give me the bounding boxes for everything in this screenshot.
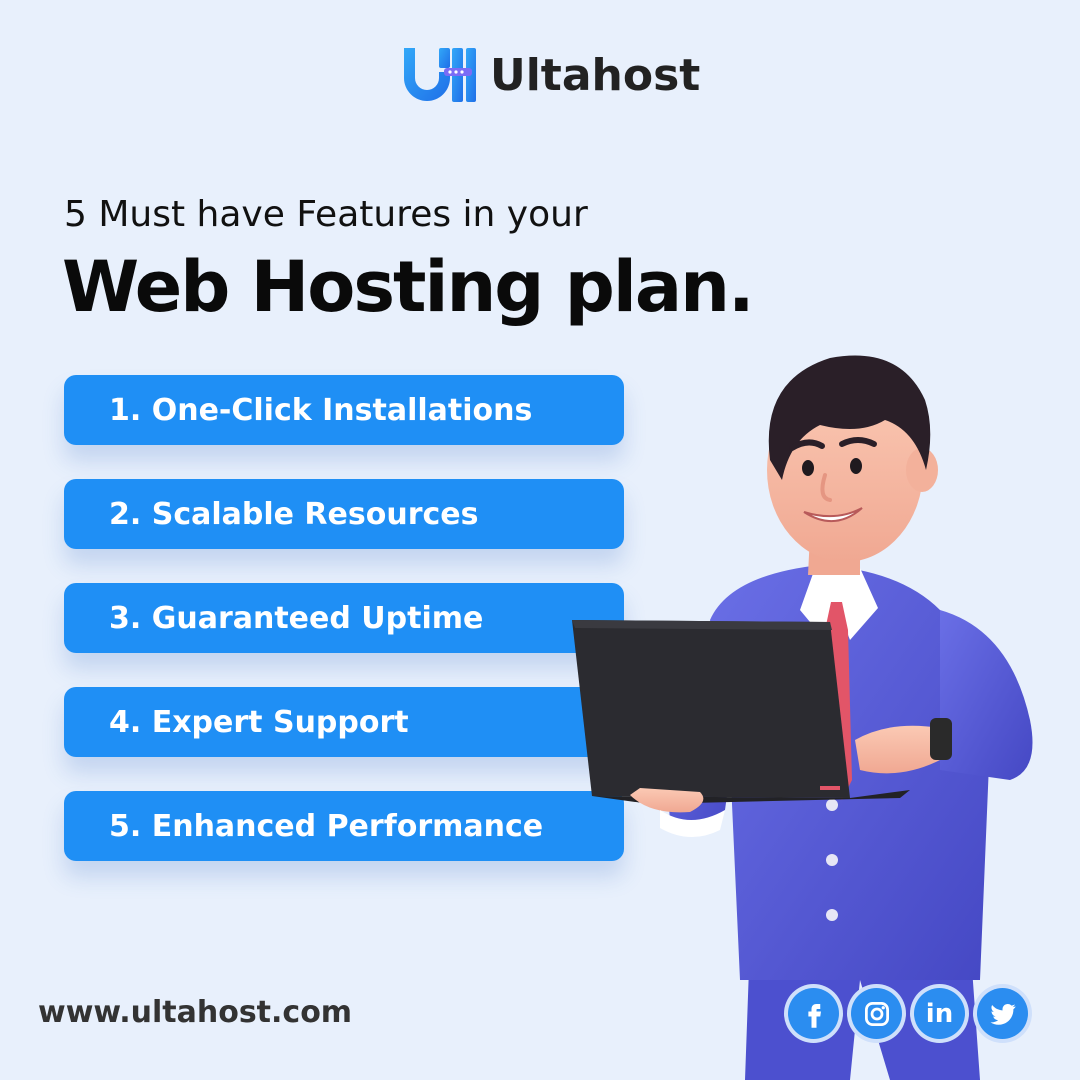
businessman-with-laptop-illustration: [572, 355, 1033, 1080]
feature-item-scalable-resources: 2. Scalable Resources: [64, 479, 624, 549]
facebook-icon[interactable]: [788, 988, 839, 1039]
feature-item-enhanced-performance: 5. Enhanced Performance: [64, 791, 624, 861]
linkedin-icon[interactable]: in: [914, 988, 965, 1039]
feature-item-one-click-installations: 1. One-Click Installations: [64, 375, 624, 445]
feature-item-expert-support: 4. Expert Support: [64, 687, 624, 757]
instagram-icon[interactable]: [851, 988, 902, 1039]
website-link[interactable]: www.ultahost.com: [38, 995, 353, 1030]
ultahost-logo-icon: [404, 48, 476, 102]
feature-label: 3. Guaranteed Uptime: [109, 600, 484, 636]
brand-name: Ultahost: [490, 49, 701, 101]
feature-label: 2. Scalable Resources: [109, 496, 479, 532]
feature-item-guaranteed-uptime: 3. Guaranteed Uptime: [64, 583, 624, 653]
headline-subtitle: 5 Must have Features in your: [64, 194, 588, 235]
brand-logo: Ultahost: [400, 44, 700, 106]
headline-title: Web Hosting plan.: [62, 246, 755, 328]
feature-label: 5. Enhanced Performance: [109, 808, 544, 844]
twitter-icon[interactable]: [977, 988, 1028, 1039]
feature-label: 1. One-Click Installations: [109, 392, 533, 428]
feature-list: 1. One-Click Installations 2. Scalable R…: [64, 375, 624, 895]
social-links: in: [788, 988, 1028, 1039]
feature-label: 4. Expert Support: [109, 704, 409, 740]
linkedin-icon-text: in: [925, 998, 954, 1029]
